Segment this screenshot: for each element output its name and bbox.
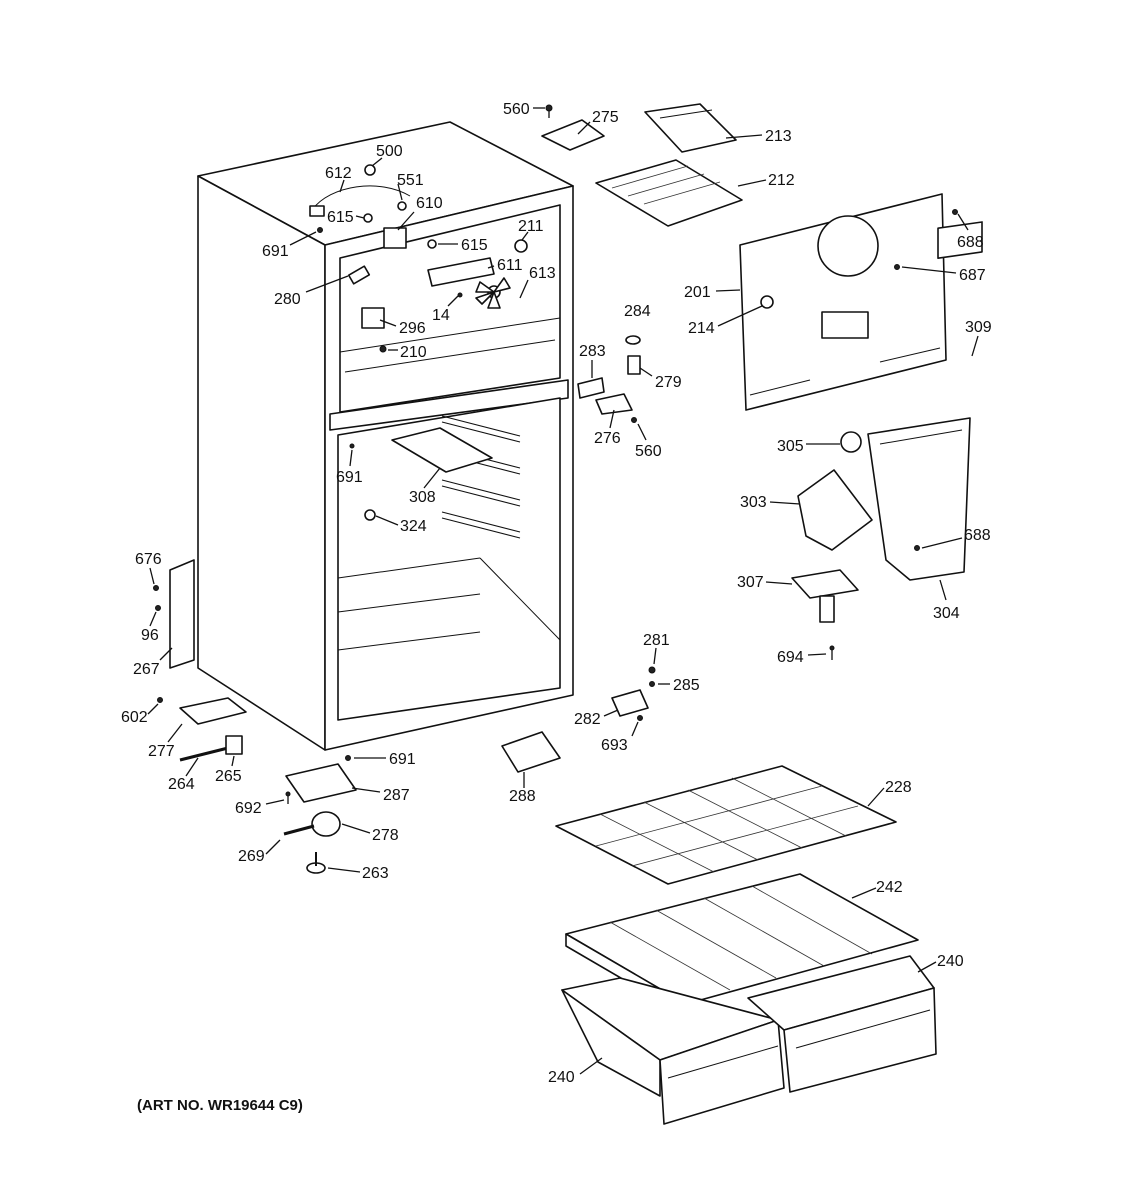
part-288-bracket [501,731,561,773]
callout-691: 691 [336,469,363,486]
callout-276: 276 [594,430,621,447]
part-240-crisper-drawers [561,955,937,1125]
part-309-label [937,221,983,259]
refrigerator-cabinet [197,121,574,751]
callout-267: 267 [133,661,160,678]
callout-279: 279 [655,374,682,391]
callout-228: 228 [885,779,912,796]
callout-210: 210 [400,344,427,361]
callout-281: 281 [643,632,670,649]
callout-305: 305 [777,438,804,455]
callout-309: 309 [965,319,992,336]
callout-214: 214 [688,320,715,337]
callout-288: 288 [509,788,536,805]
callout-labels: 560 275 213 500 612 551 615 610 212 691 … [121,101,992,1086]
callout-211: 211 [518,218,544,235]
part-278-wheel [311,811,341,837]
callout-688: 688 [964,527,991,544]
callout-688: 688 [957,234,984,251]
callout-240: 240 [548,1069,575,1086]
leader-lines [147,107,979,1075]
callout-282: 282 [574,711,601,728]
callout-308: 308 [409,489,436,506]
callout-242: 242 [876,879,903,896]
callout-14: 14 [432,307,450,324]
part-275-hinge [541,119,605,151]
callout-283: 283 [579,343,606,360]
part-610-control [383,227,407,249]
part-282-hinge [611,689,649,717]
callout-287: 287 [383,787,410,804]
callout-691: 691 [389,751,416,768]
part-277-bracket [179,697,247,725]
callout-560: 560 [503,101,530,118]
callout-611: 611 [497,257,523,274]
fasteners [153,104,958,866]
part-276-hinge [595,393,633,415]
callout-303: 303 [740,494,767,511]
callout-324: 324 [400,518,427,535]
callout-613: 613 [529,265,556,282]
callout-693: 693 [601,737,628,754]
part-296-switch [361,307,385,329]
callout-264: 264 [168,776,195,793]
part-613-fan [475,277,511,309]
callout-692: 692 [235,800,262,817]
callout-269: 269 [238,848,265,865]
callout-612: 612 [325,165,352,182]
callout-296: 296 [399,320,426,337]
callout-602: 602 [121,709,148,726]
part-267-hinge [169,559,195,669]
callout-265: 265 [215,768,242,785]
callout-691: 691 [262,243,289,260]
part-307-housing [791,569,859,599]
part-212-tray-rack [595,159,743,227]
callout-610: 610 [416,195,443,212]
callout-615: 615 [327,209,354,226]
callout-615: 615 [461,237,488,254]
art-number-note: (ART NO. WR19644 C9) [137,1097,303,1114]
callout-212: 212 [768,172,795,189]
callout-275: 275 [592,109,619,126]
callout-278: 278 [372,827,399,844]
callout-240: 240 [937,953,964,970]
part-308-shelf [391,427,493,473]
callout-277: 277 [148,743,175,760]
callout-201: 201 [684,284,711,301]
callout-96: 96 [141,627,159,644]
callout-307: 307 [737,574,764,591]
callout-284: 284 [624,303,651,320]
callout-687: 687 [959,267,986,284]
callout-304: 304 [933,605,960,622]
part-280-lamp [347,265,371,285]
callout-213: 213 [765,128,792,145]
callout-285: 285 [673,677,700,694]
callout-500: 500 [376,143,403,160]
part-201-evaporator-cover [739,193,947,411]
part-305-knob [840,431,862,453]
callout-560: 560 [635,443,662,460]
callout-263: 263 [362,865,389,882]
callout-676: 676 [135,551,162,568]
part-228-wire-shelf [555,765,897,885]
part-611-bracket [427,257,495,287]
part-213-ice-tray [644,103,737,153]
part-287-bracket [285,763,357,803]
part-304-duct [867,417,971,581]
part-303-damper [797,469,873,551]
part-265-roller [225,735,243,755]
part-283-bracket [577,377,605,399]
callout-551: 551 [397,172,424,189]
callout-280: 280 [274,291,301,308]
callout-694: 694 [777,649,804,666]
